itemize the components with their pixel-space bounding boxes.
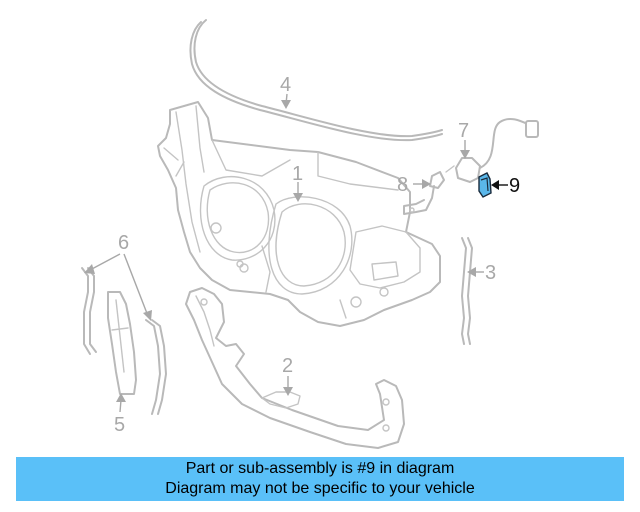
exploded-parts-diagram: 4 7 1 8 9 3 6 5 2 <box>81 19 539 449</box>
callout-2: 2 <box>282 355 293 377</box>
callout-4: 4 <box>280 74 291 96</box>
part-6-side-seals <box>81 267 167 415</box>
part-4-seal-strip <box>189 19 443 142</box>
info-banner: Part or sub-assembly is #9 in diagram Di… <box>16 457 624 501</box>
callout-5: 5 <box>114 414 125 436</box>
callout-8: 8 <box>397 174 408 196</box>
part-9-highlighted-clip <box>478 172 492 198</box>
callout-7: 7 <box>458 120 469 142</box>
callout-leaders <box>84 93 508 413</box>
banner-line-part-number: Part or sub-assembly is #9 in diagram <box>185 460 455 477</box>
part-3-vertical-seal <box>461 237 473 345</box>
part-1-radiator-support <box>157 101 441 327</box>
callout-9[interactable]: 9 <box>509 175 520 197</box>
part-7-sensor-harness <box>445 117 539 183</box>
callout-3: 3 <box>485 262 496 284</box>
part-5-side-bracket <box>107 291 137 395</box>
callout-1: 1 <box>292 163 303 185</box>
banner-line-disclaimer: Diagram may not be specific to your vehi… <box>165 480 475 497</box>
callout-labels: 4 7 1 8 9 3 6 5 2 <box>114 74 520 436</box>
part-2-lower-reinforcement <box>185 287 405 449</box>
callout-6: 6 <box>118 232 129 254</box>
